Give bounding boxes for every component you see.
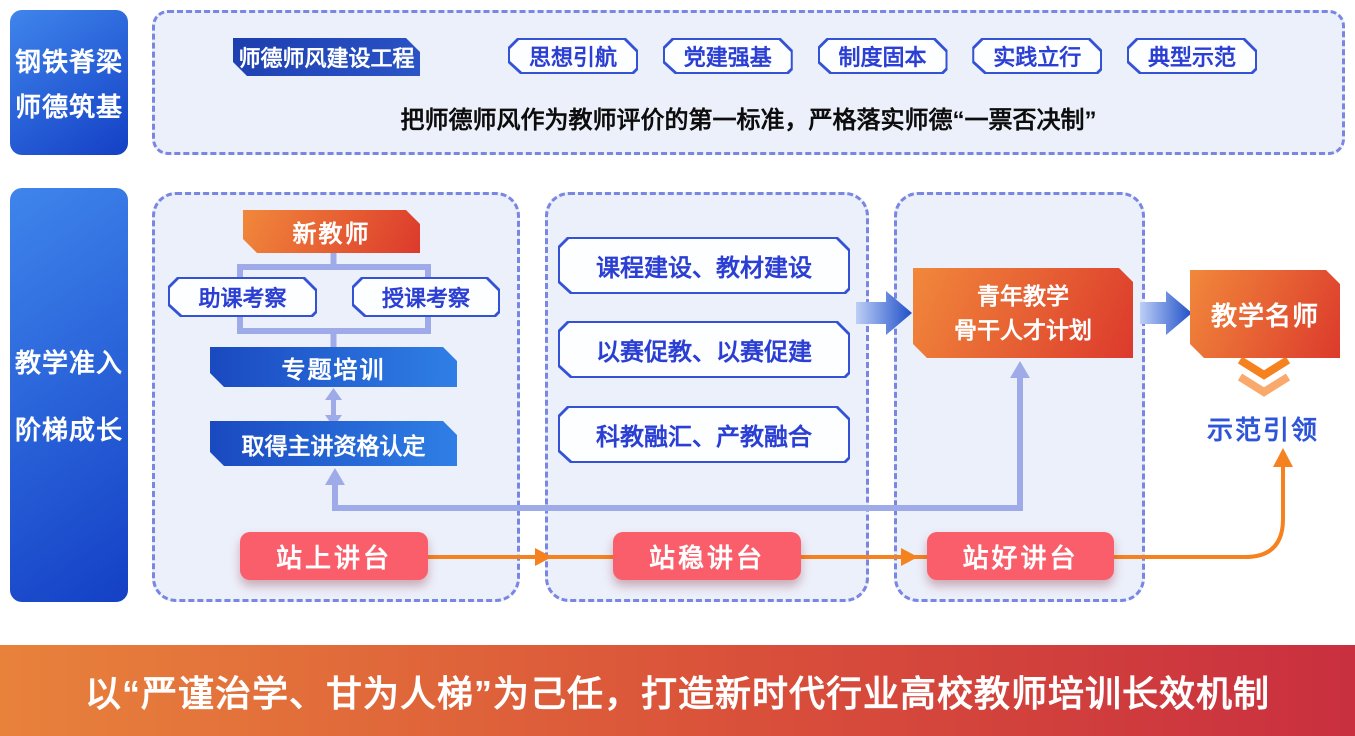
side-label-line: 教学准入	[14, 348, 123, 378]
side-label-shide: 钢铁脊梁 师德筑基	[10, 10, 128, 155]
master-teacher-box: 教学名师	[1190, 270, 1340, 358]
new-teacher-box: 新教师	[243, 210, 420, 253]
training-box: 专题培训	[210, 347, 457, 387]
side-label-line: 钢铁脊梁	[14, 46, 123, 77]
side-label-line: 师德筑基	[14, 91, 123, 122]
course-item-box: 科教融汇、产教融合	[558, 406, 850, 463]
course-item-box: 课程建设、教材建设	[558, 237, 850, 294]
shide-program-tag: 师德师风建设工程	[233, 38, 420, 76]
stage-arrow-icon	[1140, 291, 1192, 335]
pill-dangjian: 党建强基	[663, 38, 793, 74]
shide-pill-row: 思想引航 党建强基 制度固本 实践立行 典型示范	[508, 38, 1257, 74]
milestone-stand-up: 站上讲台	[240, 532, 428, 580]
pill-sixiang: 思想引航	[508, 38, 638, 74]
qualification-box: 取得主讲资格认定	[210, 421, 457, 466]
milestone-stand-well: 站好讲台	[927, 532, 1114, 580]
footer-slogan: 以“严谨治学、甘为人梯”为己任，打造新时代行业高校教师培训长效机制	[84, 672, 1270, 714]
demonstration-label: 示范引领	[1206, 415, 1319, 445]
assist-observe-box: 助课考察	[168, 277, 317, 317]
teach-observe-box: 授课考察	[352, 277, 500, 317]
program-line: 骨干人才计划	[954, 317, 1092, 343]
pill-zhidu: 制度固本	[818, 38, 948, 74]
pill-dianxing: 典型示范	[1127, 38, 1257, 74]
chevron-down-icon	[1237, 356, 1291, 397]
shide-program-label: 师德师风建设工程	[238, 46, 415, 71]
pill-shijian: 实践立行	[972, 38, 1102, 74]
side-label-line: 阶梯成长	[14, 415, 123, 445]
program-line: 青年教学	[977, 282, 1069, 309]
footer-banner: 以“严谨治学、甘为人梯”为己任，打造新时代行业高校教师培训长效机制	[0, 645, 1355, 736]
side-label-jiaoxue: 教学准入 阶梯成长	[10, 188, 128, 602]
shide-statement: 把师德师风作为教师评价的第一标准，严格落实师德“一票否决制”	[400, 107, 1097, 134]
panel-shide	[152, 10, 1345, 155]
milestone-stand-steady: 站稳讲台	[613, 532, 801, 580]
course-item-box: 以赛促教、以赛促建	[558, 321, 850, 378]
young-backbone-program-box: 青年教学 骨干人才计划	[913, 268, 1133, 358]
arrow-up-icon	[1273, 448, 1293, 467]
